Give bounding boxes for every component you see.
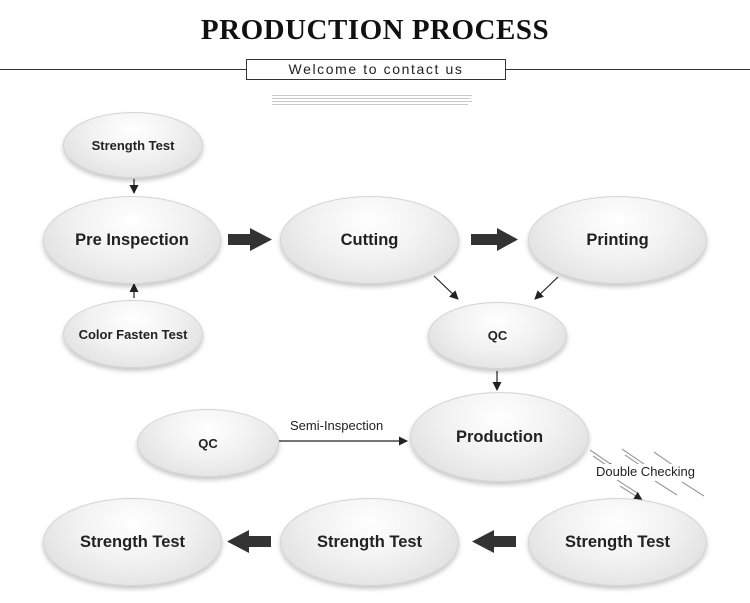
node-strength-test-top: Strength Test [63,112,203,178]
thick-arrow-bottom-right-to-middle [472,530,516,553]
thick-arrow-pre-to-cutting [228,228,272,251]
node-qc-left: QC [137,409,279,477]
page-title: PRODUCTION PROCESS [200,14,550,46]
fine-print-decoration [272,95,472,107]
node-color-fasten-test: Color Fasten Test [63,300,203,368]
semi-inspection-label: Semi-Inspection [290,418,384,433]
node-cutting: Cutting [280,196,459,284]
thick-arrow-cutting-to-printing [471,228,518,251]
thick-arrow-bottom-middle-to-left [227,530,271,553]
double-checking-label: Double Checking [594,464,698,479]
contact-banner: Welcome to contact us [246,59,506,80]
node-strength-test-bottom-middle: Strength Test [280,498,459,586]
node-qc-center: QC [428,302,567,369]
node-strength-test-bottom-right: Strength Test [528,498,707,586]
arrow-printing-to-qc [534,276,559,300]
node-production: Production [410,392,589,482]
node-printing: Printing [528,196,707,284]
node-strength-test-bottom-left: Strength Test [43,498,222,586]
node-pre-inspection: Pre Inspection [43,196,221,284]
arrow-cutting-to-qc [433,275,459,300]
